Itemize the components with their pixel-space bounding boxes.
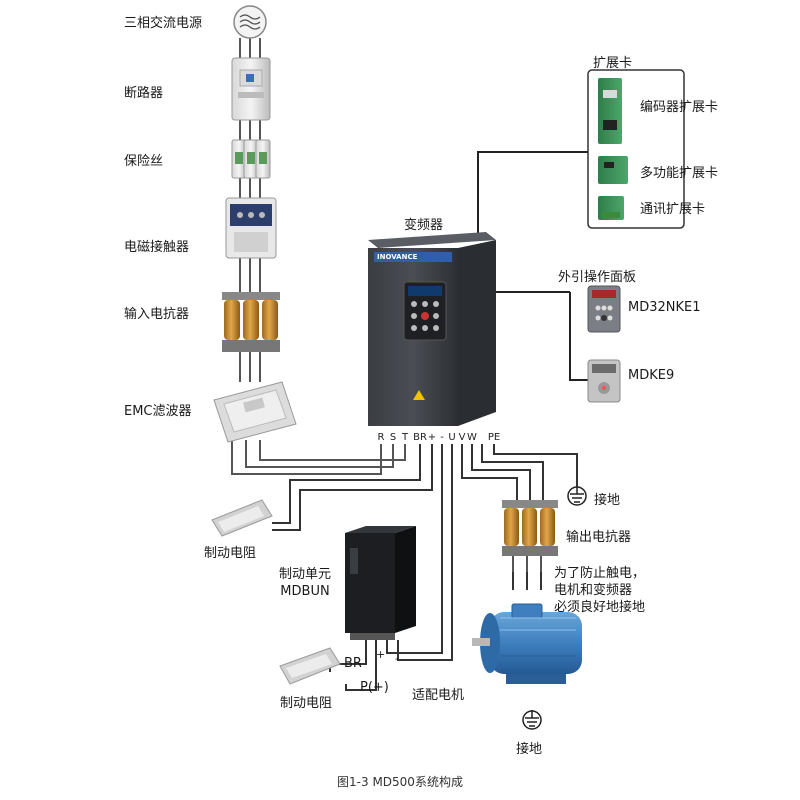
inverter-icon — [368, 232, 496, 426]
label-ext-panel: 外引操作面板 — [558, 270, 637, 285]
supply-wires — [231, 38, 406, 475]
brake-resistor-2-icon — [279, 647, 341, 685]
terminal-0: R — [378, 432, 385, 443]
contactor-icon — [225, 197, 277, 259]
label-br: BR — [344, 656, 362, 671]
terminal-5: - — [440, 432, 444, 443]
label-inverter: 变频器 — [404, 218, 444, 233]
label-brake-unit: 制动单元 MDBUN — [272, 566, 338, 600]
terminal-9: PE — [488, 432, 500, 443]
label-fuse: 保险丝 — [124, 154, 164, 169]
label-ground-2: 接地 — [516, 742, 543, 757]
ground-icon-1 — [567, 486, 587, 506]
label-brake-resistor-1: 制动电阻 — [204, 546, 257, 561]
inverter-brand: INOVANCE — [377, 253, 418, 261]
ground-icon-2 — [522, 710, 542, 730]
label-ground-1: 接地 — [594, 493, 621, 508]
input-reactor-icon — [222, 292, 280, 352]
output-reactor-icon — [502, 500, 558, 572]
panel-mdke9-icon — [587, 359, 621, 403]
label-breaker: 断路器 — [124, 86, 164, 101]
label-expansion-card: 扩展卡 — [593, 56, 633, 71]
label-multi-card: 多功能扩展卡 — [640, 166, 719, 181]
emc-filter-icon — [213, 381, 297, 443]
label-minus: - — [395, 652, 399, 665]
label-input-reactor: 输入电抗器 — [124, 307, 190, 322]
expansion-card-box — [587, 69, 685, 229]
warning-text: 为了防止触电， 电机和变频器 必须良好地接地 — [554, 565, 645, 616]
label-panel1: MD32NKE1 — [628, 300, 701, 315]
warning-line-3: 必须良好地接地 — [554, 600, 646, 615]
output-wires — [272, 444, 578, 691]
terminal-3: BR — [413, 432, 427, 443]
label-encoder-card: 编码器扩展卡 — [640, 100, 719, 115]
label-emc-filter: EMC滤波器 — [124, 404, 192, 419]
terminal-8: W — [467, 432, 477, 443]
fuse-icon — [231, 139, 271, 179]
warning-line-2: 电机和变频器 — [554, 583, 633, 598]
label-panel2: MDKE9 — [628, 368, 675, 383]
brake-unit-line-1: 制动单元 — [278, 567, 331, 582]
terminal-1: S — [390, 432, 396, 443]
panel-md32nke1-icon — [587, 285, 621, 333]
label-source: 三相交流电源 — [124, 16, 203, 31]
label-comm-card: 通讯扩展卡 — [640, 202, 706, 217]
label-contactor: 电磁接触器 — [124, 240, 190, 255]
ac-source-icon — [233, 5, 267, 39]
label-brake-resistor-2: 制动电阻 — [280, 696, 333, 711]
breaker-icon — [231, 57, 271, 121]
terminal-6: U — [448, 432, 455, 443]
motor-icon — [472, 603, 582, 684]
brake-unit-icon — [345, 526, 416, 640]
label-motor: 适配电机 — [412, 688, 465, 703]
terminal-2: T — [401, 432, 409, 443]
label-p-plus: P(+) — [360, 680, 389, 695]
brake-resistor-1-icon — [211, 499, 273, 537]
terminal-4: + — [428, 432, 436, 443]
label-output-reactor: 输出电抗器 — [566, 530, 632, 545]
brake-unit-line-2: MDBUN — [280, 584, 330, 599]
label-plus: + — [376, 648, 386, 661]
terminal-7: V — [459, 432, 466, 443]
figure-caption: 图1-3 MD500系统构成 — [337, 775, 463, 789]
warning-line-1: 为了防止触电， — [554, 566, 646, 581]
